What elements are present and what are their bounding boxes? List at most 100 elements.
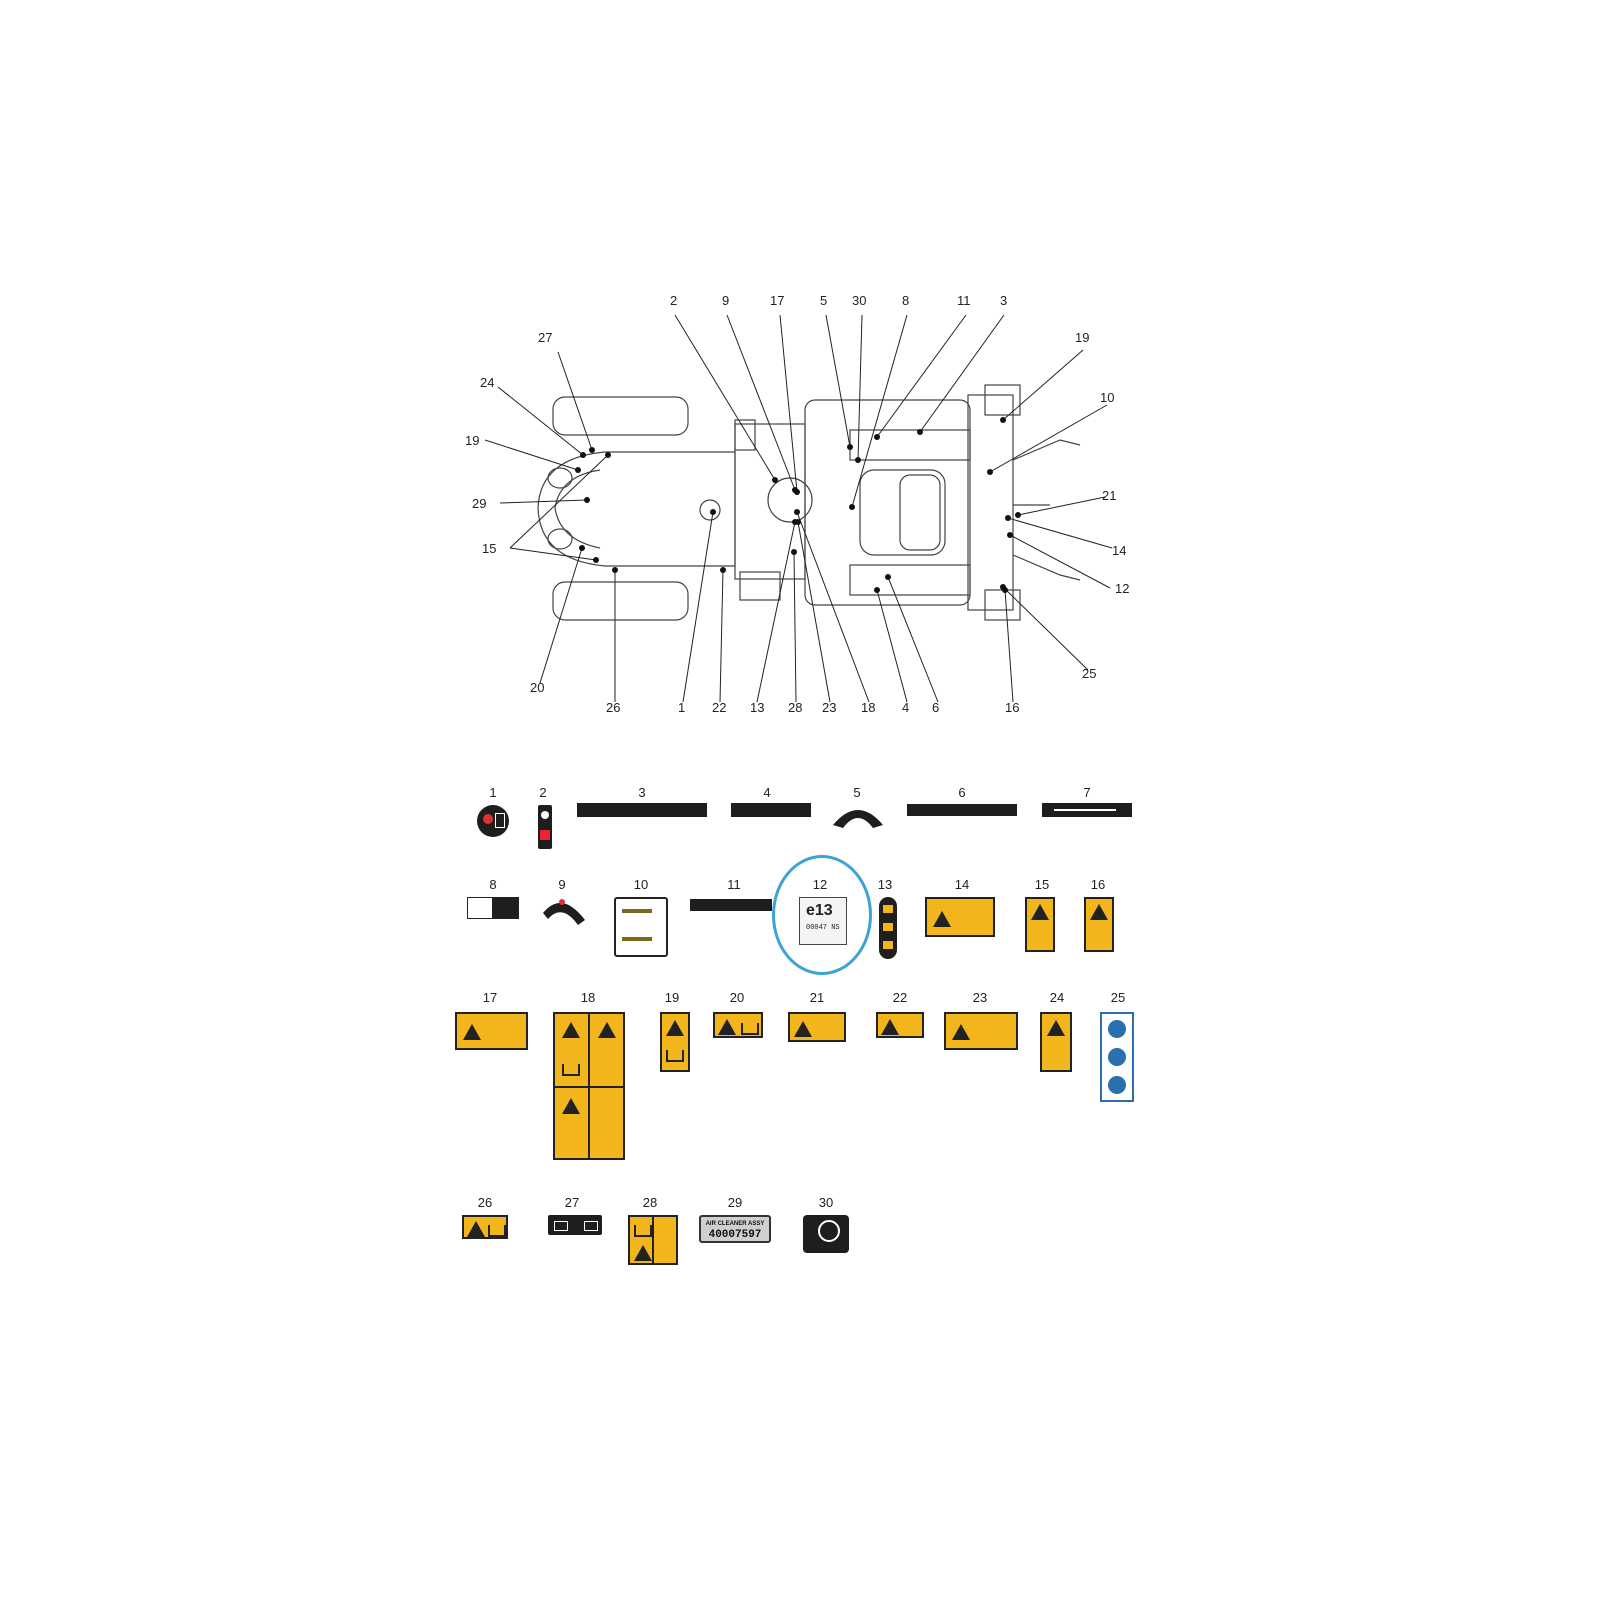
left-fender-console — [849, 429, 971, 461]
divider — [555, 1086, 623, 1088]
warning-triangle-icon — [952, 1024, 970, 1040]
decal-29: AIR CLEANER ASSY 40007597 — [699, 1215, 771, 1243]
callout: 27 — [538, 330, 552, 345]
decal-number: 5 — [853, 785, 861, 800]
callout: 20 — [530, 680, 544, 695]
envelope-icon — [554, 1221, 568, 1231]
decal-number: 17 — [482, 990, 498, 1005]
hitch-arm-top — [1012, 439, 1081, 461]
warning-triangle-icon — [1031, 904, 1049, 920]
callout: 4 — [902, 700, 909, 715]
decal-14 — [925, 897, 995, 937]
callout: 13 — [750, 700, 764, 715]
hitch-arm-bottom — [1012, 554, 1081, 581]
decal-16 — [1084, 897, 1114, 952]
decal-number: 21 — [809, 990, 825, 1005]
decal-25 — [1100, 1012, 1134, 1102]
callout: 23 — [822, 700, 836, 715]
rear-fender-left — [984, 384, 1021, 416]
decal-4 — [731, 803, 811, 817]
stop-icon — [483, 814, 493, 824]
fuel-cap — [699, 499, 721, 521]
decal-10 — [614, 897, 668, 957]
decal-number: 29 — [727, 1195, 743, 1210]
callout: 14 — [1112, 543, 1126, 558]
mark-icon — [883, 941, 893, 949]
right-fender-console — [849, 564, 971, 596]
manual-icon — [634, 1225, 652, 1237]
callout: 1 — [678, 700, 685, 715]
front-right-tire — [552, 581, 689, 621]
decal-number: 16 — [1090, 877, 1106, 892]
decal-number: 15 — [1034, 877, 1050, 892]
decal-17 — [455, 1012, 528, 1050]
decal-23 — [944, 1012, 1018, 1050]
decal-number: 3 — [638, 785, 646, 800]
mark-icon — [883, 923, 893, 931]
warning-triangle-icon — [634, 1245, 652, 1261]
platform — [804, 399, 971, 606]
decal-number: 18 — [580, 990, 596, 1005]
highlight-circle — [772, 855, 872, 975]
decal-13 — [879, 897, 897, 959]
decal-number: 19 — [664, 990, 680, 1005]
decal-24 — [1040, 1012, 1072, 1072]
callout: 22 — [712, 700, 726, 715]
hood — [537, 451, 736, 567]
callout: 9 — [722, 293, 729, 308]
mirror-box — [734, 419, 756, 451]
callout: 30 — [852, 293, 866, 308]
warning-triangle-icon — [562, 1098, 580, 1114]
warning-triangle-icon — [598, 1022, 616, 1038]
warning-triangle-icon — [794, 1021, 812, 1037]
cylinder-icon — [622, 909, 652, 913]
decal-number: 11 — [727, 877, 741, 892]
decal-number: 2 — [539, 785, 547, 800]
callout: 19 — [1075, 330, 1089, 345]
decal-19 — [660, 1012, 690, 1072]
decal-number: 13 — [877, 877, 893, 892]
warning-triangle-icon — [933, 911, 951, 927]
headlight-left — [547, 467, 573, 489]
arrow-line-icon — [1054, 809, 1116, 811]
warning-triangle-icon — [881, 1019, 899, 1035]
protective-clothing-icon — [1108, 1020, 1126, 1038]
decal-number: 25 — [1110, 990, 1126, 1005]
decal-11 — [690, 899, 772, 911]
decal-30 — [803, 1215, 849, 1253]
decal-3 — [577, 803, 707, 817]
callout: 10 — [1100, 390, 1114, 405]
callout: 5 — [820, 293, 827, 308]
decal-number: 24 — [1049, 990, 1065, 1005]
warning-triangle-icon — [467, 1221, 485, 1237]
decal-26 — [462, 1215, 508, 1239]
divider — [652, 1217, 654, 1263]
callout-labels: 2 9 17 5 30 8 11 3 27 19 24 10 19 29 21 … — [465, 293, 1129, 715]
manual-icon — [488, 1225, 506, 1237]
gauge-icon — [541, 811, 549, 819]
gear-icon — [492, 898, 518, 918]
air-cleaner-part-number: 40007597 — [708, 1229, 762, 1241]
cylinder-icon — [622, 937, 652, 941]
callout: 3 — [1000, 293, 1007, 308]
decal-number: 4 — [763, 785, 771, 800]
warning-triangle-icon — [1047, 1020, 1065, 1036]
warning-triangle-icon — [718, 1019, 736, 1035]
callout: 25 — [1082, 666, 1096, 681]
callout: 19 — [465, 433, 479, 448]
callout: 8 — [902, 293, 909, 308]
gloves-icon — [1108, 1048, 1126, 1066]
decal-21 — [788, 1012, 846, 1042]
decal-number: 30 — [818, 1195, 834, 1210]
decal-7 — [1042, 803, 1132, 817]
decal-number: 10 — [633, 877, 649, 892]
decal-1 — [477, 805, 509, 837]
decal-2 — [538, 805, 552, 849]
callout: 28 — [788, 700, 802, 715]
decal-number: 7 — [1083, 785, 1091, 800]
seat-back — [899, 474, 941, 551]
air-cleaner-title: AIR CLEANER ASSY — [705, 1221, 765, 1227]
fuel-icon — [495, 813, 505, 828]
decal-6 — [907, 804, 1017, 816]
grille-line — [554, 469, 601, 549]
